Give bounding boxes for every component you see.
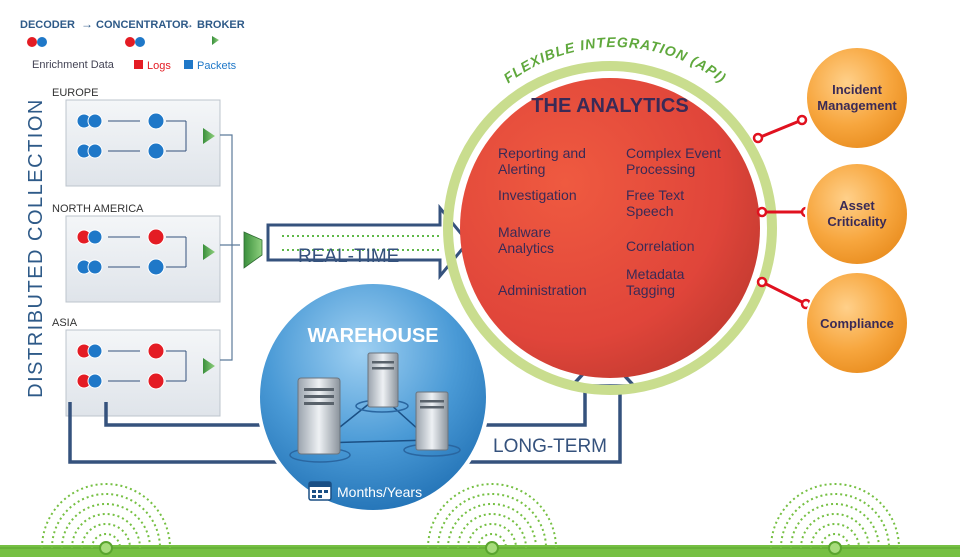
region-panels: EUROPE NORTH AMERICA ASIA [52, 87, 221, 417]
warehouse: WAREHOUSE [256, 280, 490, 514]
concentrator-node [147, 112, 165, 130]
output-connectors [757, 118, 807, 306]
concentrator-node [147, 342, 165, 360]
legend-decoder: DECODER [20, 19, 75, 31]
calendar-icon [308, 481, 332, 501]
warehouse-server-1 [289, 377, 351, 463]
realtime-arrow: REAL-TIME [266, 203, 470, 281]
concentrator-node [147, 228, 165, 246]
analytics-item: Administration [498, 282, 587, 298]
packets-label: Packets [197, 60, 237, 72]
decoder-node [87, 143, 103, 159]
broker-icon [212, 36, 219, 45]
warehouse-server-3 [403, 391, 461, 457]
analytics-item: Investigation [498, 187, 577, 203]
concentrator-icon [125, 37, 145, 47]
region-connectors [220, 134, 240, 361]
broker-icon [203, 358, 215, 374]
enrichment-label: Enrichment Data [32, 59, 115, 71]
decoder-node [87, 373, 103, 389]
legend-broker: BROKER [197, 19, 245, 31]
output-circle: Compliance [805, 271, 909, 375]
output-label: Compliance [820, 316, 894, 331]
logs-swatch [134, 60, 143, 69]
region-panel: ASIA [52, 317, 221, 417]
broker-icon [203, 244, 215, 260]
legend: DECODER → CONCENTRATOR → BROKER Enrichme… [20, 17, 245, 72]
decoder-node [87, 259, 103, 275]
signal-node [99, 541, 113, 555]
legend-arrow-1: → [81, 17, 93, 31]
integration-ring [443, 61, 777, 395]
packets-swatch [184, 60, 193, 69]
distributed-collection-title: DISTRIBUTED COLLECTION [25, 98, 47, 398]
main-broker-icon [243, 231, 263, 269]
decoder-node [87, 343, 103, 359]
analytics-circle [460, 78, 760, 378]
analytics-item: Correlation [626, 238, 694, 254]
concentrator-node [147, 142, 165, 160]
logs-label: Logs [147, 60, 171, 72]
region-name: EUROPE [52, 87, 98, 99]
warehouse-title: WAREHOUSE [307, 325, 438, 347]
warehouse-server-2 [355, 352, 409, 413]
signal-node [828, 541, 842, 555]
legend-arrow-2: → [182, 17, 194, 31]
analytics-title: THE ANALYTICS [531, 95, 688, 117]
concentrator-node [147, 372, 165, 390]
decoder-node [87, 113, 103, 129]
region-panel: NORTH AMERICA [52, 203, 221, 303]
signal-node [485, 541, 499, 555]
region-name: ASIA [52, 317, 78, 329]
analytics: FLEXIBLE INTEGRATION (API) THE ANALYTICS… [443, 34, 777, 395]
ground [0, 483, 960, 557]
decoder-icon [27, 37, 47, 47]
legend-concentrator: CONCENTRATOR [96, 19, 189, 31]
region-name: NORTH AMERICA [52, 203, 144, 215]
warehouse-retention: Months/Years [337, 484, 422, 500]
decoder-node [87, 229, 103, 245]
realtime-label: REAL-TIME [298, 246, 399, 267]
broker-icon [203, 128, 215, 144]
concentrator-node [147, 258, 165, 276]
longterm-label: LONG-TERM [493, 436, 607, 457]
region-panel: EUROPE [52, 87, 221, 187]
